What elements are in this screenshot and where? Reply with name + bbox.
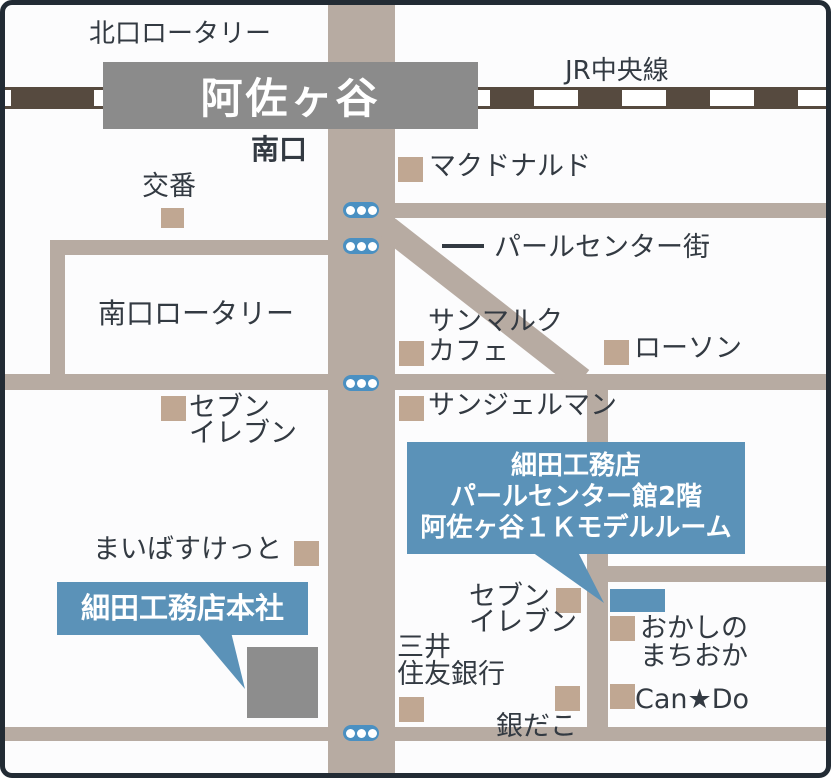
okashi-line1: おかしの xyxy=(640,613,748,644)
label-south-exit: 南口 xyxy=(251,133,308,166)
seven-south-line1: セブン xyxy=(469,581,550,612)
south-rotary-loop-top xyxy=(50,240,328,255)
signal-dot xyxy=(367,241,377,251)
model-room-callout-line2: パールセンター館2階 xyxy=(449,482,703,512)
label-north-rotary: 北口ロータリー xyxy=(89,19,272,49)
label-seven-eleven-west: セブン イレブン xyxy=(189,392,297,449)
pearl-center-street-name: パールセンター街 xyxy=(494,232,710,263)
cross-street-middle xyxy=(5,374,826,390)
signal-dot xyxy=(345,728,355,738)
label-saint-marc-cafe: サンマルク カフェ xyxy=(428,307,563,367)
label-saint-germain: サンジェルマン xyxy=(428,390,617,421)
signal-dot xyxy=(367,728,377,738)
south-rotary-loop-left xyxy=(50,240,65,390)
mitsui-line1: 三井 xyxy=(397,632,451,663)
label-mitsui-sumitomo-bank: 三井 住友銀行 xyxy=(397,634,505,688)
marker-maibasuketto xyxy=(294,541,319,566)
signal-dot xyxy=(356,728,366,738)
marker-mitsui-sumitomo-bank xyxy=(399,697,424,722)
seven-west-line1: セブン xyxy=(189,392,270,423)
seven-west-line2: イレブン xyxy=(189,418,297,449)
traffic-signal-icon xyxy=(343,202,379,218)
marker-seven-eleven-south xyxy=(556,588,581,613)
headquarters-callout-tail xyxy=(197,632,245,689)
street-leader-line xyxy=(442,243,484,248)
signal-dot xyxy=(367,378,377,388)
signal-dot xyxy=(345,205,355,215)
model-room-callout-line1: 細田工務店 xyxy=(510,451,641,481)
headquarters-building xyxy=(247,647,318,718)
headquarters-callout-text: 細田工務店本社 xyxy=(80,591,284,625)
signal-dot xyxy=(356,241,366,251)
saint-marc-line2: カフェ xyxy=(428,336,509,367)
cross-street-bottom xyxy=(5,727,826,741)
marker-okashi-no-machioka xyxy=(610,616,635,641)
label-pearl-center-street: パールセンター街 xyxy=(442,232,710,263)
marker-cando xyxy=(610,684,635,709)
traffic-signal-icon xyxy=(343,725,379,741)
model-room-callout: 細田工務店 パールセンター館2階 阿佐ヶ谷１Ｋモデルルーム xyxy=(407,442,745,554)
seven-south-line2: イレブン xyxy=(469,607,577,638)
station-name: 阿佐ヶ谷 xyxy=(200,74,381,123)
headquarters-callout: 細田工務店本社 xyxy=(57,582,308,635)
traffic-signal-icon xyxy=(343,238,379,254)
marker-mcdonalds xyxy=(398,157,423,182)
label-mcdonalds: マクドナルド xyxy=(429,151,591,182)
label-lawson: ローソン xyxy=(634,333,742,364)
marker-gindako xyxy=(555,686,580,711)
model-room-callout-tail xyxy=(532,552,604,603)
model-room-building xyxy=(610,589,665,612)
asagaya-station-box: 阿佐ヶ谷 xyxy=(103,62,478,129)
signal-dot xyxy=(356,378,366,388)
saint-marc-line1: サンマルク xyxy=(428,306,563,337)
label-maibasuketto: まいばすけっと xyxy=(93,534,282,565)
model-room-callout-line3: 阿佐ヶ谷１Ｋモデルルーム xyxy=(420,513,732,543)
signal-dot xyxy=(345,241,355,251)
label-gindako: 銀だこ xyxy=(496,711,577,742)
signal-dot xyxy=(356,205,366,215)
marker-koban xyxy=(161,208,184,228)
mitsui-line2: 住友銀行 xyxy=(397,659,505,690)
label-seven-eleven-south: セブン イレブン xyxy=(469,581,577,638)
label-jr-chuo-line: JR中央線 xyxy=(565,56,669,86)
side-street-east xyxy=(587,566,826,582)
marker-saint-germain xyxy=(399,396,424,421)
label-cando: Can★Do xyxy=(635,684,750,715)
label-okashi-no-machioka: おかしの まちおか xyxy=(640,615,748,671)
marker-lawson xyxy=(604,340,629,365)
street-south-of-station xyxy=(328,203,826,218)
marker-saint-marc-cafe xyxy=(399,341,424,366)
marker-seven-eleven-west xyxy=(161,396,186,421)
signal-dot xyxy=(367,205,377,215)
okashi-line2: まちおか xyxy=(640,641,748,672)
traffic-signal-icon xyxy=(343,375,379,391)
label-koban: 交番 xyxy=(142,171,196,202)
label-south-rotary: 南口ロータリー xyxy=(98,297,295,330)
signal-dot xyxy=(345,378,355,388)
